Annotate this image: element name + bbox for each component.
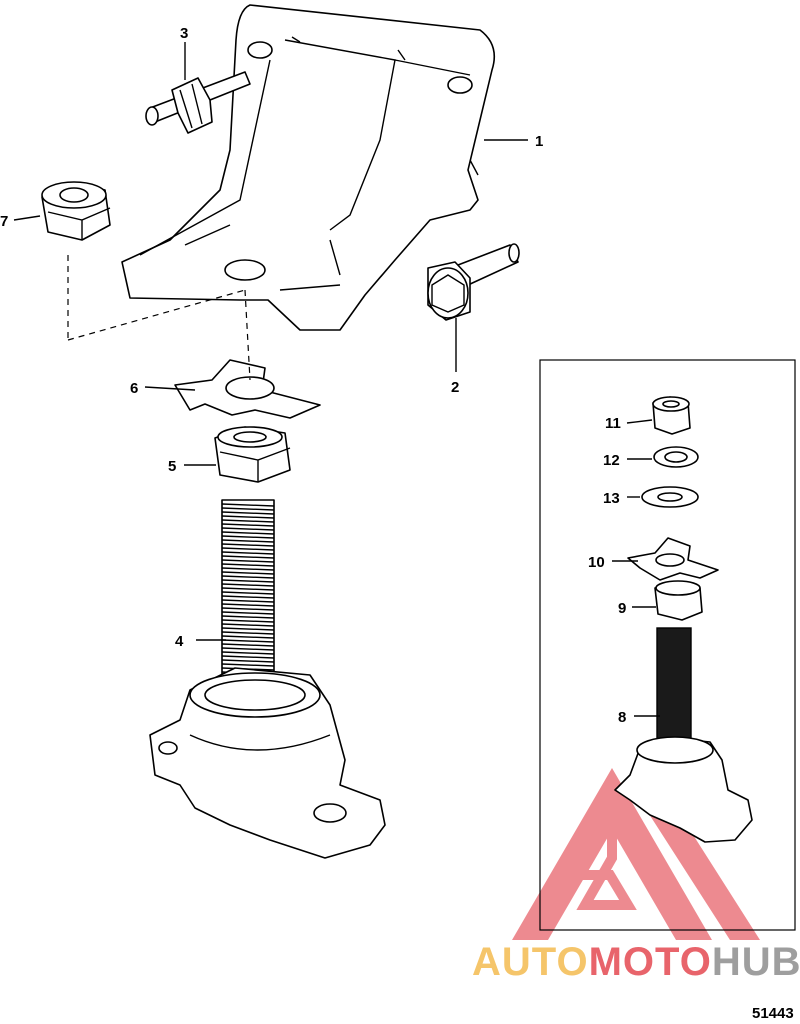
mount-bracket: [121, 4, 496, 331]
watermark-part-hub: HUB: [712, 940, 800, 984]
callout-11: 11: [605, 415, 621, 432]
inset-lock-washer: [653, 446, 699, 468]
watermark-part-auto: AUTO: [472, 940, 589, 984]
flange-bolt: [427, 243, 520, 321]
figure-id: 51443: [752, 1005, 794, 1022]
inset-flat-washer: [641, 486, 699, 508]
leader-lines: [13, 42, 660, 717]
callout-8: 8: [618, 709, 626, 726]
callout-9: 9: [618, 600, 626, 617]
watermark-text: AUTOMOTOHUB: [472, 940, 800, 984]
stud: [145, 71, 251, 134]
jam-nut: [214, 426, 291, 483]
callout-5: 5: [168, 458, 176, 475]
callout-4: 4: [175, 633, 184, 650]
mount-base: [149, 667, 386, 859]
callout-13: 13: [603, 490, 620, 507]
inset-mount-base: [614, 736, 753, 843]
inset-frame: [539, 359, 796, 931]
callout-10: 10: [588, 554, 605, 571]
callout-7: 7: [0, 213, 8, 230]
inset-jam-nut: [654, 580, 703, 621]
inset-lock-nut: [652, 396, 691, 435]
callout-2: 2: [451, 379, 459, 396]
tab-washer: [174, 359, 321, 419]
callout-1: 1: [535, 133, 543, 150]
inset-tab-washer: [627, 537, 719, 581]
callout-3: 3: [180, 25, 188, 42]
callout-12: 12: [603, 452, 620, 469]
alignment-lines: [67, 255, 251, 381]
lock-nut: [41, 181, 111, 241]
callout-6: 6: [130, 380, 138, 397]
watermark-part-moto: MOTO: [589, 940, 712, 984]
